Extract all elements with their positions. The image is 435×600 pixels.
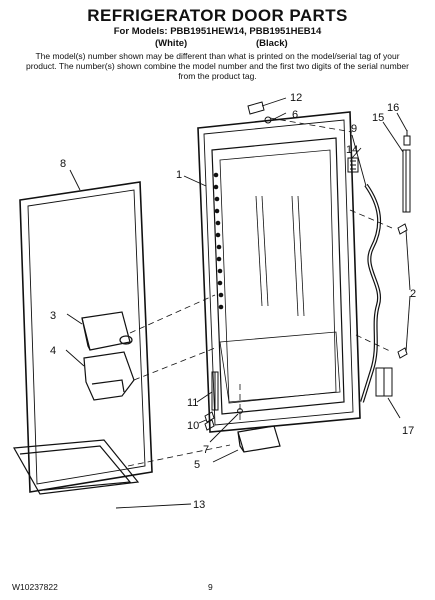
callout-numbers: 1 2 3 4 5 6 7 8 9 10 11 12 13 14 15 16 1… (50, 92, 416, 511)
callout-8: 8 (60, 158, 66, 170)
variant-white: (White) (155, 38, 188, 49)
dairy-bin-4 (83, 351, 135, 401)
leader-lines (65, 97, 411, 509)
callout-10: 10 (187, 420, 199, 432)
callout-17: 17 (402, 425, 414, 437)
callout-5: 5 (194, 459, 200, 471)
callout-12: 12 (290, 92, 302, 104)
callout-6: 6 (292, 109, 298, 121)
door-bin-5 (237, 425, 281, 453)
screws-2 (397, 223, 408, 359)
callout-9: 9 (351, 123, 357, 135)
door-stop-17 (375, 367, 393, 397)
callout-14: 14 (346, 144, 358, 156)
page-number: 9 (208, 582, 213, 592)
callout-2: 2 (410, 288, 416, 300)
model-note: The model(s) number shown may be differe… (25, 51, 409, 81)
callout-7: 7 (203, 444, 209, 456)
door-outer-panel (19, 181, 153, 493)
page-title: REFRIGERATOR DOOR PARTS (87, 6, 348, 25)
door-liner (197, 111, 361, 433)
callout-11: 11 (187, 397, 198, 409)
door-gasket (360, 183, 382, 403)
hinge-bracket (402, 149, 411, 213)
document-number: W10237822 (12, 582, 58, 592)
model-numbers: For Models: PBB1951HEW14, PBB1951HEB14 (113, 26, 322, 37)
liner-shelf-rails (213, 172, 224, 310)
callout-1: 1 (176, 169, 182, 181)
screws-10 (204, 411, 215, 431)
callout-15: 15 (372, 112, 384, 124)
washer-6 (264, 116, 272, 124)
screw-12 (247, 101, 265, 115)
hinge-pin-14 (347, 157, 359, 173)
hinge-screw-16 (403, 130, 411, 146)
callout-4: 4 (50, 345, 56, 357)
variant-black: (Black) (256, 38, 288, 49)
dairy-cover-3 (81, 311, 133, 351)
callout-16: 16 (387, 102, 399, 114)
door-shelf-bar-13 (13, 439, 140, 495)
callout-3: 3 (50, 310, 56, 322)
callout-13: 13 (193, 499, 205, 511)
assembly-lines (127, 117, 393, 467)
shelf-bracket-11 (211, 371, 219, 411)
